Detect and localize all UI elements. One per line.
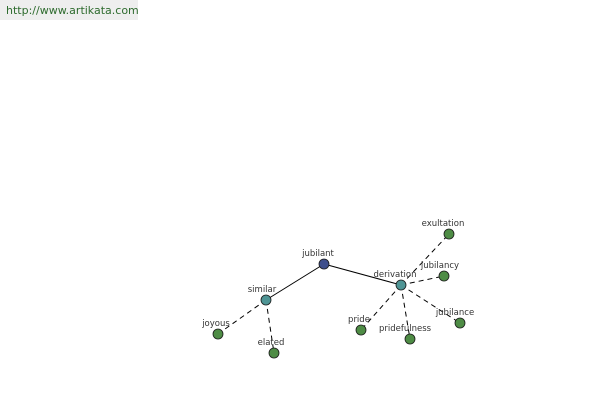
node-label-pridefulness[interactable]: pridefulness bbox=[379, 324, 432, 334]
edge-jubilant-similar bbox=[265, 263, 325, 301]
node-derivation[interactable] bbox=[395, 279, 407, 291]
edges-layer bbox=[217, 233, 461, 354]
edge-derivation-pridefulness bbox=[400, 284, 411, 340]
labels-layer: jubilant similar derivation joyous elated pri… bbox=[201, 219, 474, 348]
node-label-elated[interactable]: elated bbox=[258, 338, 285, 348]
edge-similar-joyous bbox=[217, 299, 267, 335]
node-jubilant[interactable] bbox=[318, 258, 330, 270]
edge-jubilant-derivation bbox=[323, 263, 402, 286]
node-label-jubilant[interactable]: jubilant bbox=[301, 249, 334, 259]
node-jubilancy[interactable] bbox=[438, 270, 450, 282]
node-pride[interactable] bbox=[355, 324, 367, 336]
site-url[interactable]: http://www.artikata.com bbox=[0, 0, 139, 20]
node-label-joyous[interactable]: joyous bbox=[201, 319, 230, 329]
node-label-pride[interactable]: pride bbox=[348, 315, 370, 325]
edge-derivation-jubilance bbox=[400, 284, 461, 324]
node-label-jubilance[interactable]: jubilance bbox=[435, 308, 474, 318]
node-pridefulness[interactable] bbox=[404, 333, 416, 345]
node-label-similar[interactable]: similar bbox=[248, 285, 277, 295]
node-jubilance[interactable] bbox=[454, 317, 466, 329]
edge-derivation-pride bbox=[360, 284, 402, 331]
edge-derivation-jubilancy bbox=[400, 275, 445, 286]
edge-derivation-exultation bbox=[400, 233, 450, 286]
node-label-exultation[interactable]: exultation bbox=[422, 219, 465, 229]
node-label-jubilancy[interactable]: jubilancy bbox=[420, 261, 459, 271]
node-similar[interactable] bbox=[260, 294, 272, 306]
node-exultation[interactable] bbox=[443, 228, 455, 240]
node-joyous[interactable] bbox=[212, 328, 224, 340]
nodes-layer bbox=[212, 228, 466, 359]
node-elated[interactable] bbox=[268, 347, 280, 359]
node-label-derivation[interactable]: derivation bbox=[373, 270, 416, 280]
